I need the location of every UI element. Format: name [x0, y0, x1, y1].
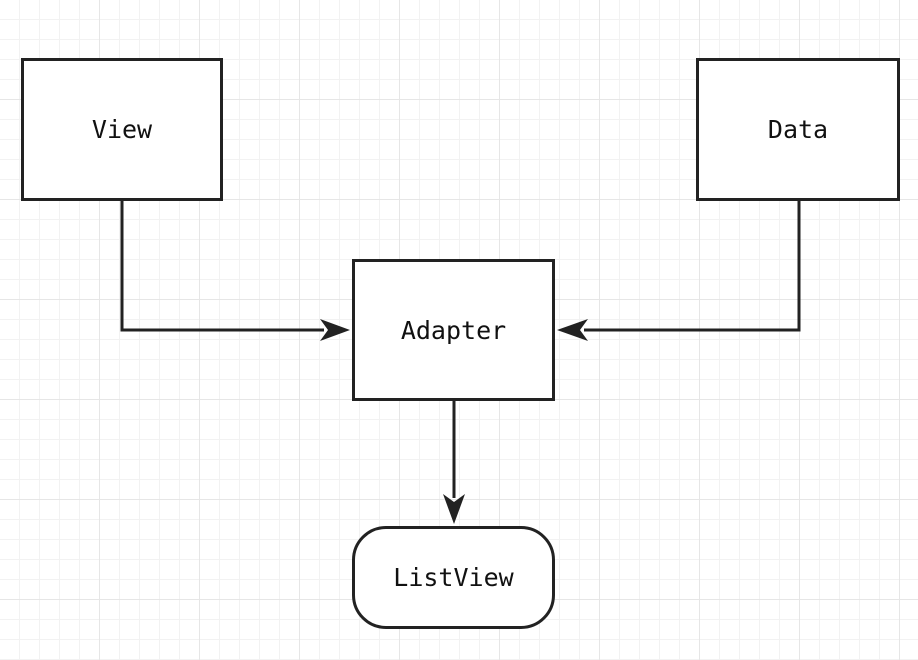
arrowhead-data-adapter	[557, 319, 588, 341]
view-node[interactable]: View	[21, 58, 223, 201]
view-node-label: View	[91, 115, 153, 144]
edge-data-to-adapter	[557, 201, 801, 341]
listview-node[interactable]: ListView	[352, 526, 555, 629]
listview-node-label: ListView	[393, 563, 514, 592]
arrowhead-adapter-listview	[443, 494, 465, 524]
edge-adapter-to-listview	[443, 401, 465, 524]
data-node[interactable]: Data	[696, 58, 900, 201]
data-node-label: Data	[767, 115, 829, 144]
edge-view-to-adapter	[120, 201, 350, 341]
arrowhead-view-adapter	[320, 319, 350, 341]
adapter-node-label: Adapter	[400, 315, 507, 345]
adapter-node[interactable]: Adapter	[352, 259, 555, 401]
